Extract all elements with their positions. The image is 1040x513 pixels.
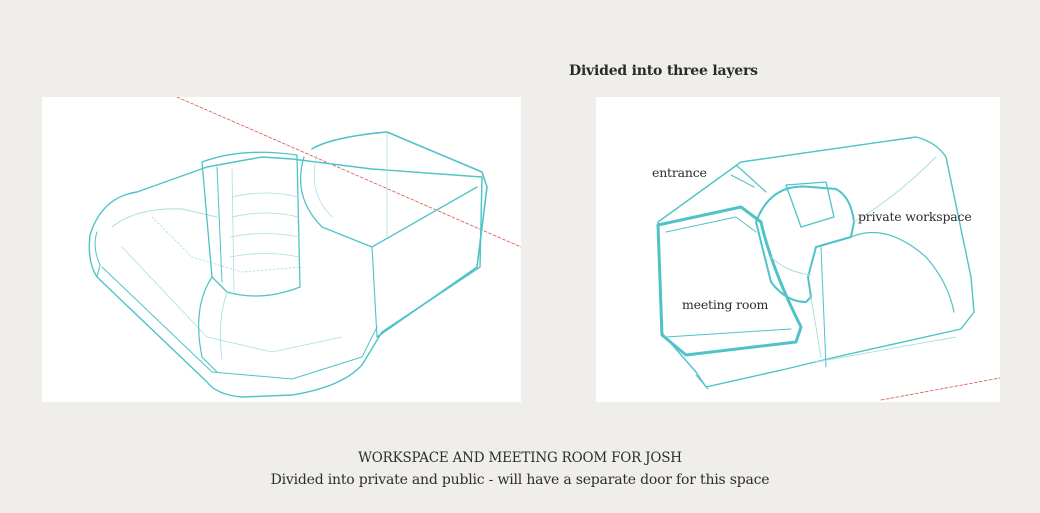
label-entrance: entrance	[652, 165, 707, 180]
wireframe-model-left	[88, 97, 521, 398]
wireframe-model-right	[656, 136, 1000, 401]
caption-subtitle: Divided into private and public - will h…	[270, 472, 770, 488]
caption-title: WORKSPACE AND MEETING ROOM FOR JOSH	[358, 450, 682, 466]
label-private-workspace: private workspace	[858, 209, 972, 224]
model-view-left	[42, 97, 521, 402]
label-meeting-room: meeting room	[682, 297, 769, 312]
heading: Divided into three layers	[569, 63, 758, 79]
model-view-right: entrance private workspace meeting room	[596, 97, 1000, 402]
